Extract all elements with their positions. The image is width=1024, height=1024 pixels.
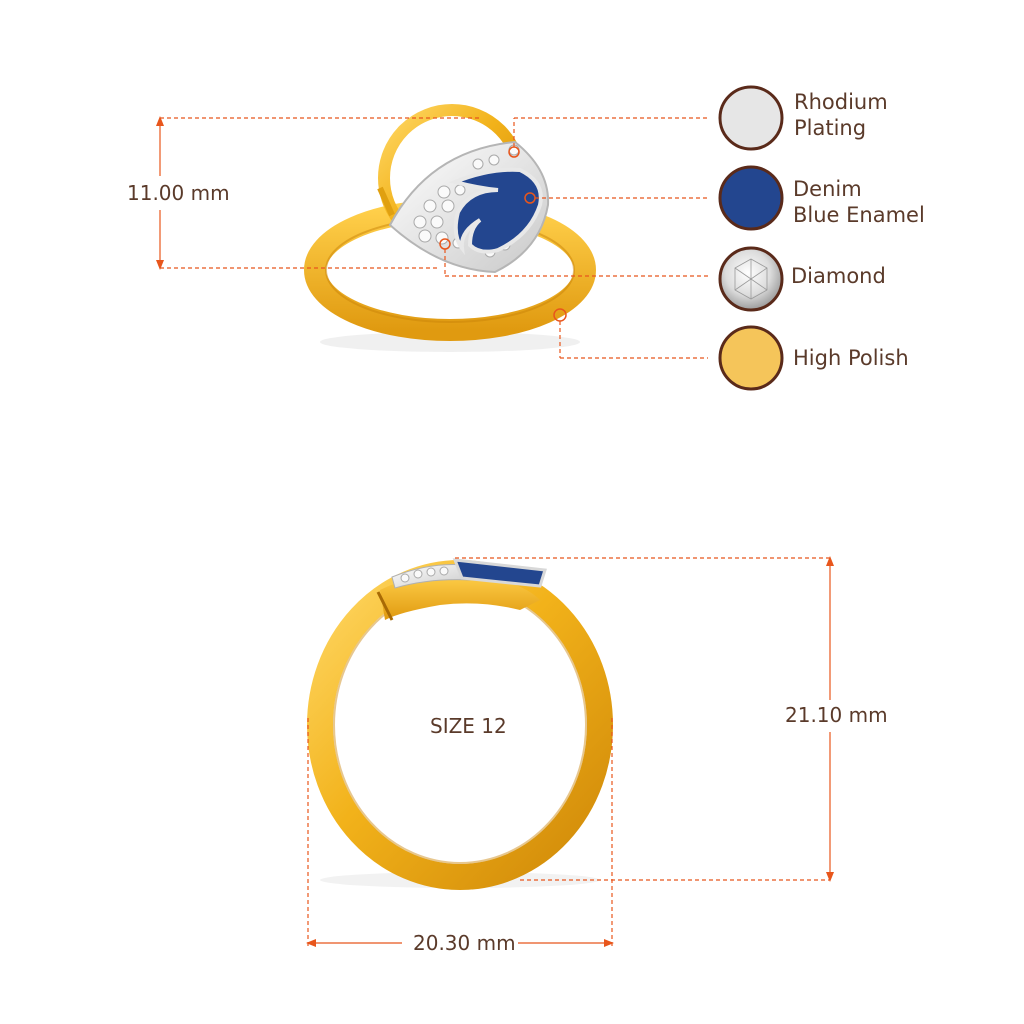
ring-side-view bbox=[307, 558, 613, 890]
legend-rhodium-line2: Plating bbox=[794, 116, 867, 140]
legend-rhodium-line1: Rhodium bbox=[794, 90, 888, 114]
size-label: SIZE 12 bbox=[430, 714, 507, 738]
rhodium-swatch bbox=[718, 85, 784, 151]
legend-enamel-line1: Denim bbox=[793, 177, 862, 201]
legend-swatches bbox=[718, 85, 784, 391]
polish-swatch bbox=[718, 325, 784, 391]
legend-diamond: Diamond bbox=[791, 263, 886, 289]
legend-polish: High Polish bbox=[793, 345, 909, 371]
legend-rhodium: Rhodium Plating bbox=[794, 89, 888, 141]
side-height-label: 21.10 mm bbox=[785, 703, 888, 727]
enamel-swatch bbox=[718, 165, 784, 231]
legend-enamel: Denim Blue Enamel bbox=[793, 176, 925, 228]
legend-polish-line1: High Polish bbox=[793, 346, 909, 370]
ring-top-view bbox=[304, 104, 596, 352]
dimension-arrows bbox=[156, 116, 834, 947]
diamond-facets bbox=[734, 258, 768, 300]
legend-enamel-line2: Blue Enamel bbox=[793, 203, 925, 227]
dimension-lines bbox=[159, 117, 831, 948]
top-height-label: 11.00 mm bbox=[127, 181, 230, 205]
legend-diamond-line1: Diamond bbox=[791, 264, 886, 288]
width-label: 20.30 mm bbox=[413, 931, 516, 955]
